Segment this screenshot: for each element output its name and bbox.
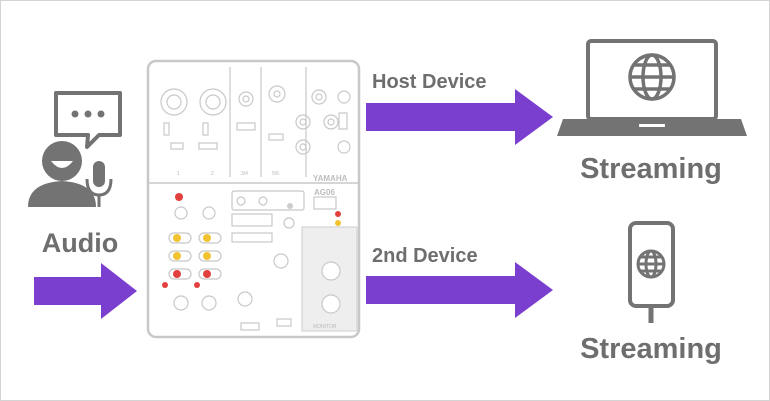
host-device-label: Host Device <box>372 71 487 93</box>
mixer-channel-1: 1 <box>177 171 180 177</box>
person-speaking-icon <box>28 141 96 207</box>
mixer-indicator-lights <box>162 193 341 288</box>
mixer-channel-3-4: 3/4 <box>241 171 248 177</box>
streaming-phone-label: Streaming <box>580 333 722 365</box>
mixer-channel-5-6: 5/6 <box>272 171 279 177</box>
audio-label: Audio <box>42 228 118 258</box>
second-device-label: 2nd Device <box>372 245 478 267</box>
laptop-globe-icon <box>557 39 747 136</box>
mixer-channel-2: 2 <box>211 171 214 177</box>
smartphone-globe-icon <box>628 221 675 323</box>
speech-bubble-icon <box>54 91 122 149</box>
mixer-monitor-label: MONITOR <box>313 324 337 330</box>
mixer-device <box>146 59 361 339</box>
host-device-arrow <box>366 89 553 145</box>
mixer-brand: YAMAHA <box>313 174 348 183</box>
streaming-laptop-label: Streaming <box>580 153 722 185</box>
audio-input-arrow <box>34 263 137 319</box>
mixer-model: AG06 <box>314 188 335 197</box>
second-device-arrow <box>366 262 553 318</box>
microphone-icon <box>85 161 113 207</box>
